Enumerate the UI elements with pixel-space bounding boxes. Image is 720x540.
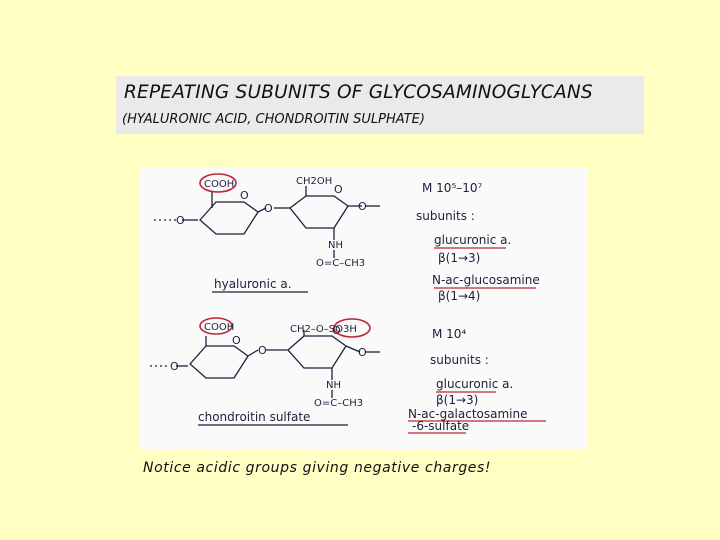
slide-title: REPEATING SUBUNITS OF GLYCOSAMINOGLYCANS <box>124 82 593 103</box>
nh-label-top: NH <box>328 240 343 251</box>
oxygen-label: O <box>332 324 341 337</box>
mw-label-top: M 10⁵–10⁷ <box>422 181 483 195</box>
oxygen-label: O <box>358 346 367 359</box>
subunits-label-top: subunits : <box>416 209 475 223</box>
hyaluronic-name: hyaluronic a. <box>214 277 292 291</box>
link2-top: β(1→4) <box>438 289 480 303</box>
chondroitin-name: chondroitin sulfate <box>198 410 310 424</box>
acetyl-label-bottom: O=C–CH3 <box>314 398 363 409</box>
acid-group-highlight-top <box>199 173 237 193</box>
unit1-bottom: glucuronic a. <box>436 377 513 391</box>
nh-label-bottom: NH <box>326 380 341 391</box>
sulfate-group-label: CH2–O–SO3H <box>290 324 357 335</box>
oxygen-label: O <box>170 360 179 373</box>
cooh-label-top: COOH <box>204 179 234 190</box>
ring-glucuronic-bottom <box>189 345 249 379</box>
slide-subtitle: (HYALURONIC ACID, CHONDROITIN SULPHATE) <box>122 112 425 127</box>
bond <box>247 349 259 357</box>
oxygen-label: O <box>258 344 267 357</box>
oxygen-label: O <box>240 189 249 202</box>
link1-bottom: β(1→3) <box>436 393 478 407</box>
acetyl-label-top: O=C–CH3 <box>316 258 365 269</box>
sulfate-group-highlight <box>333 318 371 338</box>
title-box: REPEATING SUBUNITS OF GLYCOSAMINOGLYCANS… <box>116 76 644 134</box>
link1-top: β(1→3) <box>438 251 480 265</box>
notice-caption: Notice acidic groups giving negative cha… <box>143 460 492 476</box>
oxygen-label: O <box>334 183 343 196</box>
subunits-label-bottom: subunits : <box>430 353 489 367</box>
bond <box>257 207 267 213</box>
unit2-bottom: N-ac-galactosamine <box>408 407 528 421</box>
handwritten-sheet: O O O O O O O O O O COOH CH2OH NH O=C–CH… <box>140 168 588 450</box>
cooh-label-bottom: COOH <box>204 322 234 333</box>
ch2oh-label: CH2OH <box>296 176 332 187</box>
oxygen-label: O <box>358 200 367 213</box>
oxygen-label: O <box>232 334 241 347</box>
ring-galactosamine-bottom <box>287 335 347 369</box>
mw-label-bottom: M 10⁴ <box>432 327 466 341</box>
ring-glucosamine-top <box>289 195 349 229</box>
unit1-top: glucuronic a. <box>434 233 511 247</box>
unit2-top: N-ac-glucosamine <box>432 273 540 287</box>
unit2b-bottom: -6-sulfate <box>412 419 469 433</box>
bond <box>345 345 361 353</box>
ring-glucuronic-top <box>199 201 259 235</box>
oxygen-label: O <box>264 202 273 215</box>
acid-group-highlight-bottom <box>199 317 233 335</box>
structure-drawing: O O O O O O O O O O COOH CH2OH NH O=C–CH… <box>150 173 546 434</box>
oxygen-label: O <box>176 214 185 227</box>
